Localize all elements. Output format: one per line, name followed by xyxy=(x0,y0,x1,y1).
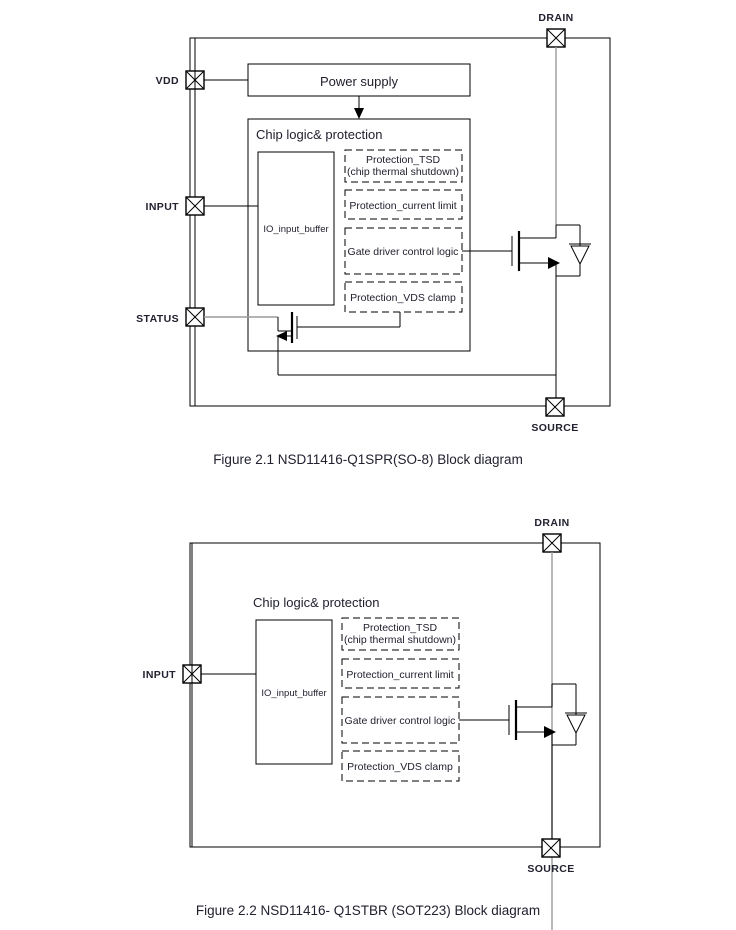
pad-input-x2 xyxy=(185,196,205,216)
figure-2-1-diagram: DRAIN VDD Power supply Chip logic& prote… xyxy=(136,12,611,434)
block-gate-driver-control-logic[interactable] xyxy=(344,227,463,275)
block-protection-vds-clamp-2[interactable] xyxy=(341,750,460,782)
block-label-gate-driver-control-logic: Gate driver control logic xyxy=(348,246,459,258)
block-label-protection-tsd-2-line2: (chip thermal shutdown) xyxy=(344,634,456,646)
block-io-input-buffer-2[interactable] xyxy=(255,619,333,765)
block-label-chip-logic: Chip logic& protection xyxy=(256,127,382,142)
main-fet-arrow xyxy=(548,257,560,269)
block-protection-tsd-2[interactable] xyxy=(341,617,460,651)
block-gate-driver-control-logic-2[interactable] xyxy=(341,696,460,744)
pad-source-2-x2 xyxy=(541,838,561,858)
pin-label-source: SOURCE xyxy=(531,422,578,434)
figure-2-2-caption: Figure 2.2 NSD11416- Q1STBR (SOT223) Blo… xyxy=(195,903,541,918)
block-power-supply[interactable] xyxy=(247,63,471,97)
figure-2-2-diagram: DRAIN INPUT Chip logic& protection IO_in… xyxy=(143,517,601,930)
block-label-io-input-buffer: IO_input_buffer xyxy=(263,224,328,235)
block-label-protection-tsd-line1: Protection_TSD xyxy=(366,154,441,166)
pin-label-drain: DRAIN xyxy=(538,12,573,24)
block-protection-vds-clamp[interactable] xyxy=(344,281,463,313)
block-io-input-buffer[interactable] xyxy=(257,151,335,306)
pin-label-drain-2: DRAIN xyxy=(534,517,569,529)
block-label-protection-current-limit: Protection_current limit xyxy=(349,200,456,212)
block-label-chip-logic-2: Chip logic& protection xyxy=(253,595,379,610)
package-outline-2 xyxy=(189,542,601,848)
block-label-protection-vds-clamp: Protection_VDS clamp xyxy=(350,292,456,304)
pin-label-status: STATUS xyxy=(136,313,179,325)
pin-label-input: INPUT xyxy=(146,201,180,213)
status-fet-arrow xyxy=(276,331,287,341)
power-supply-arrow-head xyxy=(354,108,364,119)
block-label-protection-current-limit-2: Protection_current limit xyxy=(346,669,453,681)
block-label-protection-tsd-2-line1: Protection_TSD xyxy=(363,622,438,634)
figure-2-1-caption: Figure 2.1 NSD11416-Q1SPR(SO-8) Block di… xyxy=(213,452,523,467)
pad-status-x2 xyxy=(185,307,205,327)
block-label-protection-tsd-line2: (chip thermal shutdown) xyxy=(347,166,459,178)
pin-label-source-2: SOURCE xyxy=(527,863,574,875)
block-label-protection-vds-clamp-2: Protection_VDS clamp xyxy=(347,761,453,773)
block-protection-tsd[interactable] xyxy=(344,149,463,183)
main-fet-arrow-2 xyxy=(544,726,556,738)
block-protection-current-limit[interactable] xyxy=(344,189,463,220)
pad-drain-2-x2 xyxy=(542,533,562,553)
block-label-gate-driver-control-logic-2: Gate driver control logic xyxy=(345,715,456,727)
pad-drain-x2 xyxy=(546,28,566,48)
pin-label-input-2: INPUT xyxy=(143,669,177,681)
block-label-power-supply: Power supply xyxy=(320,74,399,89)
block-label-io-input-buffer-2: IO_input_buffer xyxy=(261,688,326,699)
pad-source-x2 xyxy=(545,397,565,417)
block-protection-current-limit-2[interactable] xyxy=(341,658,460,689)
pin-label-vdd: VDD xyxy=(156,75,179,87)
